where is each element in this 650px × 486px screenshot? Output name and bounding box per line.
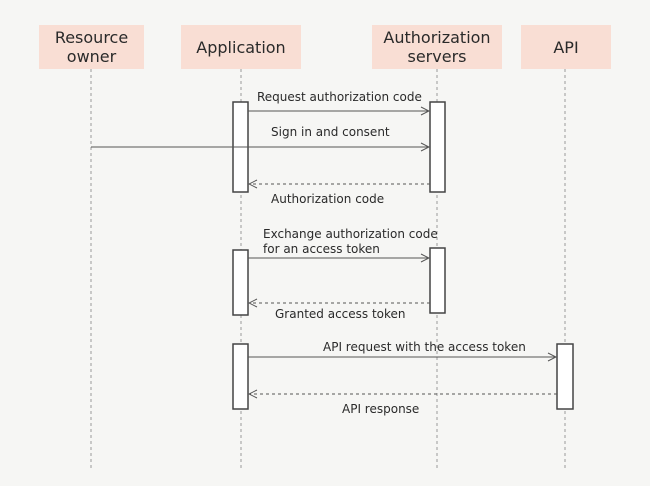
actor-authorization-servers: Authorization servers bbox=[372, 25, 502, 69]
activation-auth-1 bbox=[429, 101, 446, 193]
activation-api-1 bbox=[556, 343, 574, 410]
activation-application-3 bbox=[232, 343, 249, 410]
message-granted-access-token: Granted access token bbox=[275, 307, 406, 321]
actor-resource-owner: Resource owner bbox=[39, 25, 144, 69]
activation-application-2 bbox=[232, 249, 249, 316]
message-sign-in-and-consent: Sign in and consent bbox=[271, 125, 390, 139]
message-exchange-authorization-code: Exchange authorization code for an acces… bbox=[263, 227, 438, 256]
actor-api-label: API bbox=[553, 37, 579, 57]
message-request-authorization-code: Request authorization code bbox=[257, 90, 422, 104]
actor-application: Application bbox=[181, 25, 301, 69]
message-api-request: API request with the access token bbox=[323, 340, 526, 354]
actor-resource-owner-label: Resource owner bbox=[54, 28, 129, 66]
actor-authorization-servers-label: Authorization servers bbox=[383, 28, 491, 66]
actor-application-label: Application bbox=[196, 37, 286, 57]
actor-api: API bbox=[521, 25, 611, 69]
activation-auth-2 bbox=[429, 247, 446, 314]
message-authorization-code: Authorization code bbox=[271, 192, 385, 206]
message-api-response: API response bbox=[342, 402, 420, 416]
